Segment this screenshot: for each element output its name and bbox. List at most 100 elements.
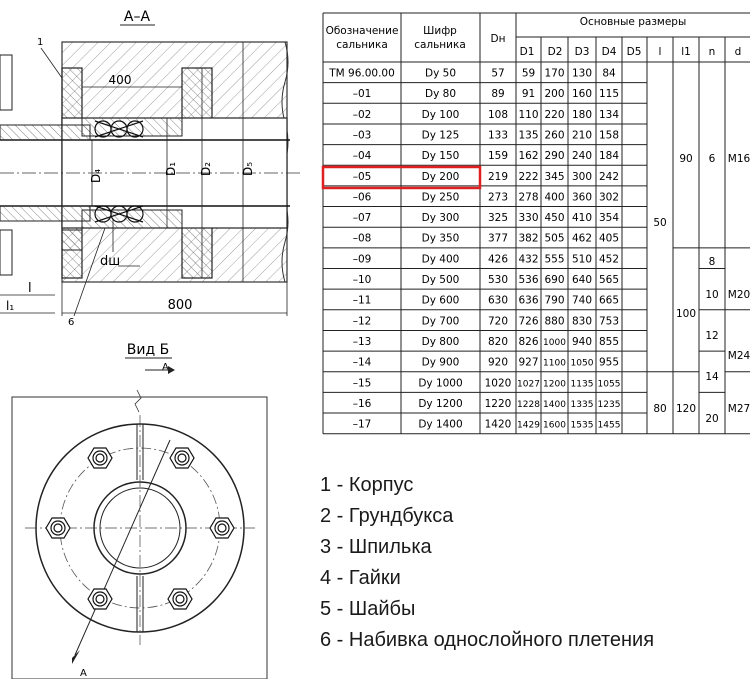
table-cell-D3: 940 <box>572 336 592 348</box>
table-cell-cip: Dy 800 <box>422 336 460 348</box>
section-marker-top: А <box>162 362 169 373</box>
table-cell-dn: 630 <box>488 295 508 307</box>
table-cell-D3: 240 <box>572 150 592 162</box>
header-cipher-2: сальника <box>414 39 466 51</box>
table-cell-D3: 1535 <box>571 421 594 431</box>
table-cell-D2: 345 <box>544 171 564 183</box>
cell-d-M27: M27 <box>728 403 750 415</box>
table-cell-dn: 1420 <box>485 419 512 431</box>
cell-d-M20: M20 <box>728 289 750 301</box>
parts-legend: 1 - Корпус 2 - Грундбукса 3 - Шпилька 4 … <box>320 470 745 656</box>
table-cell-D2: 1100 <box>543 359 566 369</box>
header-n: n <box>709 46 716 58</box>
bolt-nuts <box>45 447 235 610</box>
table-cell-D2: 400 <box>544 191 564 203</box>
dimensions-table: Обозначение сальника Шифр сальника Dн Ос… <box>321 12 750 435</box>
table-cell-dn: 273 <box>488 191 508 203</box>
table-cell-D1: 278 <box>518 191 538 203</box>
header-dn: Dн <box>491 33 506 45</box>
table-cell-D2: 1400 <box>543 400 566 410</box>
legend-item: 2 - Грундбукса <box>320 505 454 527</box>
legend-item: 5 - Шайбы <box>320 598 416 620</box>
table-cell-des: –02 <box>353 109 372 121</box>
table-cell-D3: 300 <box>572 171 592 183</box>
cell-l1-90: 90 <box>679 153 692 165</box>
table-cell-cip: Dy 250 <box>422 191 460 203</box>
header-l1: l1 <box>681 46 691 58</box>
cell-l1-100: 100 <box>676 308 696 320</box>
header-D5: D5 <box>627 46 642 58</box>
table-cell-dn: 426 <box>488 253 508 265</box>
table-cell-D1: 110 <box>518 109 538 121</box>
table-cell-cip: Dy 900 <box>422 357 460 369</box>
cell-l-50: 50 <box>653 217 666 229</box>
table-cell-dn: 1220 <box>485 398 512 410</box>
cell-d-M16: M16 <box>728 153 750 165</box>
table-cell-D1: 382 <box>518 233 538 245</box>
table-cell-D1: 162 <box>518 150 538 162</box>
table-cell-cip: Dy 400 <box>422 253 460 265</box>
table-cell-dn: 920 <box>488 357 508 369</box>
table-cell-D1: 91 <box>522 88 535 100</box>
table-cell-D3: 1135 <box>571 379 594 389</box>
table-cell-D3: 462 <box>572 233 592 245</box>
table-cell-D1: 927 <box>518 357 538 369</box>
table-cell-cip: Dy 150 <box>422 150 460 162</box>
callout-6: 6 <box>68 317 74 328</box>
table-cell-D4: 1455 <box>598 421 621 431</box>
table-cell-dn: 133 <box>488 129 508 141</box>
cell-l-80: 80 <box>653 403 666 415</box>
dim-D1: D₁ <box>164 162 178 176</box>
highlighted-row-box <box>321 165 482 190</box>
table-cell-D2: 260 <box>544 129 564 141</box>
table-cell-des: –03 <box>353 129 372 141</box>
table-cell-D4: 855 <box>599 336 619 348</box>
table-cell-D2: 170 <box>544 68 564 80</box>
dim-l1: l₁ <box>6 299 14 313</box>
header-cipher-1: Шифр <box>423 25 457 37</box>
dim-D5: D₅ <box>241 162 255 176</box>
dim-D2: D₂ <box>199 162 213 176</box>
table-cell-cip: Dy 80 <box>425 88 456 100</box>
table-cell-D4: 134 <box>599 109 619 121</box>
dim-l: l <box>28 281 32 296</box>
legend-item: 1 - Корпус <box>320 474 414 496</box>
table-cell-cip: Dy 1400 <box>418 419 462 431</box>
table-cell-D4: 1055 <box>598 379 621 389</box>
header-l: l <box>659 46 662 58</box>
table-cell-D2: 690 <box>544 274 564 286</box>
table-cell-des: –06 <box>353 191 372 203</box>
table-cell-D1: 636 <box>518 295 538 307</box>
table-cell-dn: 1020 <box>485 377 512 389</box>
table-cell-dn: 57 <box>491 68 504 80</box>
table-cell-cip: Dy 1200 <box>418 398 462 410</box>
table-cell-D1: 826 <box>518 336 538 348</box>
table-cell-D2: 880 <box>544 315 564 327</box>
table-cell-D1: 330 <box>518 212 538 224</box>
legend-item: 3 - Шпилька <box>320 536 432 558</box>
table-cell-dn: 720 <box>488 315 508 327</box>
table-cell-dn: 108 <box>488 109 508 121</box>
table-cell-des: ТМ 96.00.00 <box>328 68 395 80</box>
table-cell-D4: 955 <box>599 357 619 369</box>
table-cell-cip: Dy 500 <box>422 274 460 286</box>
table-cell-cip: Dy 1000 <box>418 377 462 389</box>
table-cell-D4: 565 <box>599 274 619 286</box>
table-cell-des: –01 <box>353 88 372 100</box>
table-cell-dn: 820 <box>488 336 508 348</box>
header-designation-1: Обозначение <box>326 25 399 37</box>
table-cell-D2: 290 <box>544 150 564 162</box>
table-cell-D2: 450 <box>544 212 564 224</box>
cell-n-20: 20 <box>705 413 718 425</box>
dim-dw: dш <box>100 254 120 269</box>
dim-D4: D₄ <box>89 169 103 183</box>
table-cell-D3: 640 <box>572 274 592 286</box>
table-cell-cip: Dy 300 <box>422 212 460 224</box>
table-cell-D3: 740 <box>572 295 592 307</box>
cell-n-14: 14 <box>705 371 719 383</box>
cell-n-12: 12 <box>705 330 718 342</box>
table-cell-cip: Dy 600 <box>422 295 460 307</box>
table-cell-D1: 726 <box>518 315 538 327</box>
